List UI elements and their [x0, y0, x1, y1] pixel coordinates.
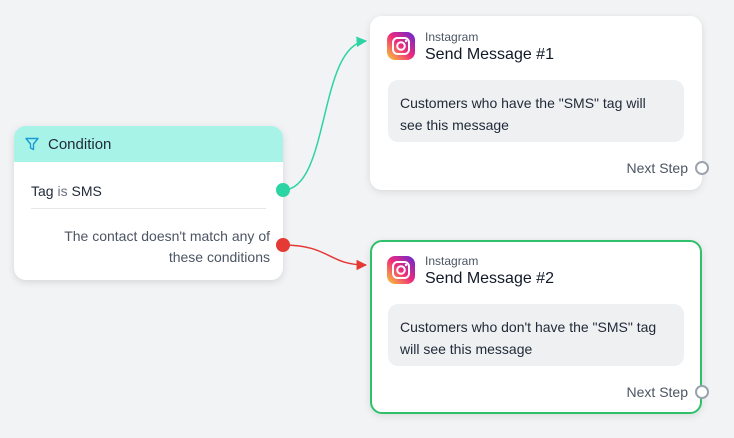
condition-rule[interactable]: Tag is SMS — [31, 183, 102, 199]
next-step-port[interactable] — [695, 385, 709, 399]
send-message-node-2[interactable]: Instagram Send Message #2 Customers who … — [370, 240, 709, 414]
connection-match[interactable] — [282, 36, 368, 191]
filter-icon — [25, 137, 39, 151]
divider — [31, 208, 266, 209]
condition-title: Condition — [48, 135, 112, 153]
message-body[interactable]: Customers who don't have the "SMS" tag w… — [388, 304, 684, 366]
connection-else[interactable] — [282, 244, 368, 271]
else-branch-label: The contact doesn't match any of these c… — [64, 228, 270, 265]
message-body[interactable]: Customers who have the "SMS" tag will se… — [388, 80, 684, 142]
instagram-icon — [387, 256, 415, 284]
condition-node[interactable]: Condition Tag is SMS The contact doesn't… — [14, 126, 283, 280]
else-output-port[interactable] — [276, 238, 290, 252]
rule-value: SMS — [71, 183, 102, 199]
message-title: Send Message #1 — [425, 46, 554, 63]
platform-label: Instagram — [425, 254, 479, 268]
next-step-label: Next Step — [626, 384, 688, 400]
next-step-port[interactable] — [695, 161, 709, 175]
match-output-port[interactable] — [276, 183, 290, 197]
message-title: Send Message #2 — [425, 270, 554, 287]
next-step-label: Next Step — [626, 160, 688, 176]
platform-label: Instagram — [425, 30, 479, 44]
rule-field: Tag — [31, 183, 54, 199]
instagram-icon — [387, 32, 415, 60]
rule-operator: is — [57, 183, 68, 199]
send-message-node-1[interactable]: Instagram Send Message #1 Customers who … — [370, 16, 709, 190]
condition-header: Condition — [14, 126, 283, 162]
